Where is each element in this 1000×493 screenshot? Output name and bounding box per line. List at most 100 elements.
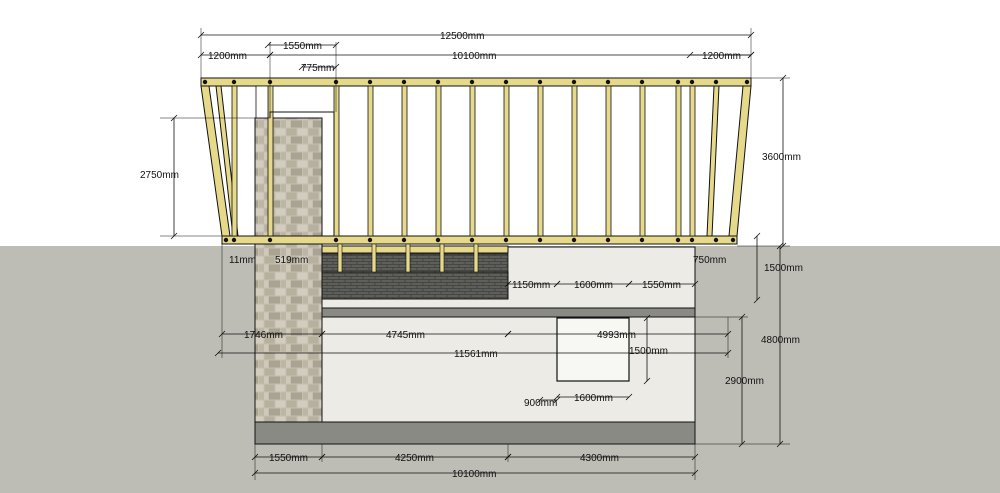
- dimline-1550-right-tick: [625, 280, 633, 288]
- joint-dot: [503, 79, 509, 85]
- dimline-1600-bottom-tick: [625, 393, 633, 401]
- wall-stud: [469, 85, 476, 237]
- wall-stud: [537, 85, 544, 237]
- joint-dot: [537, 79, 543, 85]
- dim-brick-right-1550: 1550mm: [642, 280, 681, 291]
- joint-dot: [730, 237, 736, 243]
- lower-stud: [405, 243, 411, 273]
- joint-dot: [744, 79, 750, 85]
- right-rafter-inner: [706, 85, 720, 237]
- dim-window-height: 1500mm: [629, 346, 668, 357]
- stone-column: [254, 117, 323, 423]
- lower-stud: [473, 243, 479, 273]
- wall-stud: [231, 85, 238, 237]
- dim-total-height: 4800mm: [761, 335, 800, 346]
- joint-dot: [469, 79, 475, 85]
- wall-stud: [401, 85, 408, 237]
- joint-dot: [713, 237, 719, 243]
- dim-eave-left: 11mm: [229, 255, 256, 266]
- lintel-plate: [321, 245, 509, 254]
- dim-lower-height: 2900mm: [725, 376, 764, 387]
- dimline-1500-window-tick: [643, 314, 651, 322]
- joint-dot: [231, 79, 237, 85]
- dimension-labels: 12500mm 1200mm 1550mm 10100mm 1200mm 775…: [140, 31, 803, 480]
- dim-window-opening-height: 2750mm: [140, 170, 179, 181]
- joint-dot: [469, 237, 475, 243]
- joint-dot: [401, 237, 407, 243]
- window-opening: [556, 317, 630, 382]
- joint-dot: [367, 237, 373, 243]
- joint-dot: [571, 237, 577, 243]
- mid-band: [321, 307, 696, 318]
- dimline-900-tick: [553, 396, 561, 404]
- plinth-band: [254, 421, 696, 445]
- joint-dot: [367, 79, 373, 85]
- dim-frame-width: 10100mm: [452, 51, 496, 62]
- dim-overall-11561: 11561mm: [454, 349, 498, 360]
- joint-dot: [571, 79, 577, 85]
- joint-dot: [202, 79, 208, 85]
- dimline-1500-right-tick: [753, 296, 761, 304]
- dimline-900-tick: [536, 396, 544, 404]
- dim-bottom-1550: 1550mm: [269, 453, 308, 464]
- dim-top-small-offset: 775mm: [301, 63, 334, 74]
- dimline-1150-tick: [504, 280, 512, 288]
- joint-dot: [267, 237, 273, 243]
- brick-band-top: [321, 253, 509, 273]
- frame-gap: [255, 85, 269, 119]
- lower-stud: [439, 243, 445, 273]
- wall-stud: [605, 85, 612, 237]
- joint-dot: [675, 79, 681, 85]
- dim-bottom-total: 10100mm: [452, 469, 496, 480]
- dim-right-overhang: 1200mm: [702, 51, 741, 62]
- wall-stud: [267, 85, 274, 237]
- dim-mid-height-right: 1500mm: [764, 263, 803, 274]
- joint-dot: [231, 237, 237, 243]
- joint-dot: [435, 79, 441, 85]
- brick-panel: [321, 271, 509, 300]
- dim-window-width: 1600mm: [574, 393, 613, 404]
- dimline-1600-bottom-tick: [553, 393, 561, 401]
- joint-dot: [639, 237, 645, 243]
- dim-brick-right-1600: 1600mm: [574, 280, 613, 291]
- dim-total-width-top: 12500mm: [440, 31, 484, 42]
- dim-bottom-4250: 4250mm: [395, 453, 434, 464]
- top-plate: [200, 77, 752, 87]
- wall-stud: [675, 85, 682, 237]
- dimline-775-tick: [298, 63, 306, 71]
- dimline-4745-tick: [318, 330, 326, 338]
- dim-middle-4745: 4745mm: [386, 330, 425, 341]
- joint-dot: [675, 237, 681, 243]
- dim-left-1746: 1746mm: [244, 330, 283, 341]
- left-rafter: [200, 85, 231, 237]
- joint-dot: [503, 237, 509, 243]
- dimline-4993-tick: [504, 330, 512, 338]
- sky: [0, 0, 1000, 246]
- dim-window-sill: 900mm: [524, 398, 557, 409]
- dim-brick-right-1150: 1150mm: [512, 280, 550, 291]
- joint-dot: [333, 237, 339, 243]
- joint-dot: [605, 79, 611, 85]
- dimline-1550-right-tick: [691, 280, 699, 288]
- joint-dot: [435, 237, 441, 243]
- wall-stud: [333, 85, 340, 237]
- joint-dot: [223, 237, 229, 243]
- joint-dots: [202, 79, 750, 243]
- roof-frame: [200, 77, 752, 273]
- joint-dot: [639, 79, 645, 85]
- joint-dot: [605, 237, 611, 243]
- joint-dot: [713, 79, 719, 85]
- bottom-plate: [221, 235, 738, 245]
- dim-bottom-4300: 4300mm: [580, 453, 619, 464]
- wall-stud: [503, 85, 510, 237]
- dim-roof-height: 3600mm: [762, 152, 801, 163]
- dimline-1500-window-tick: [643, 377, 651, 385]
- dimline-11561-tick: [214, 349, 222, 357]
- wall-stud: [367, 85, 374, 237]
- joint-dot: [689, 79, 695, 85]
- dimension-lines: [160, 28, 790, 480]
- dim-small-519: 519mm: [275, 255, 308, 266]
- dim-right-750: 750mm: [693, 255, 726, 266]
- joint-dot: [689, 237, 695, 243]
